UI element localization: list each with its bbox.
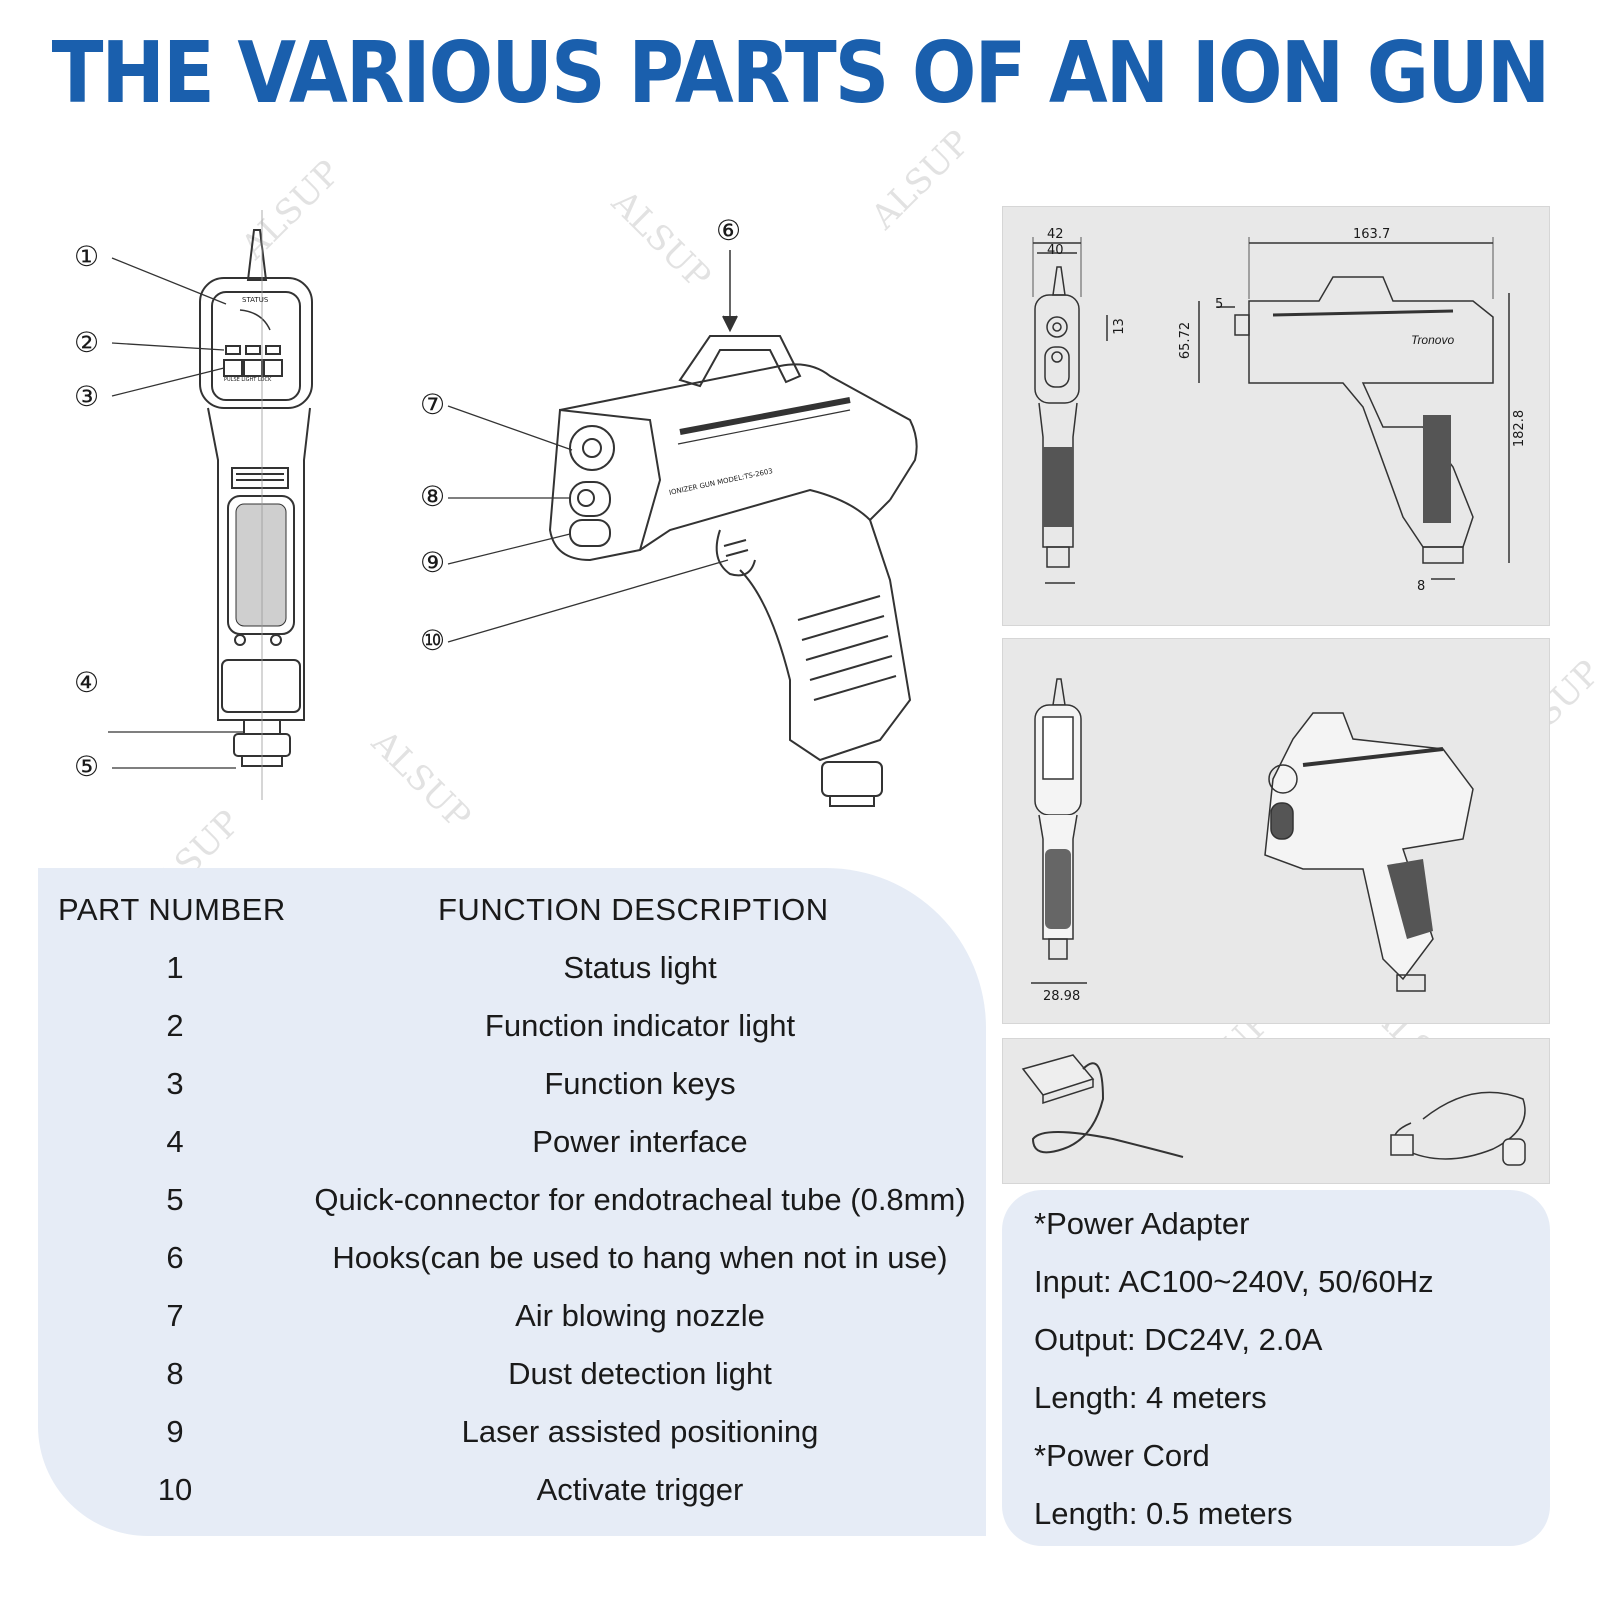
callout-1: ① — [74, 240, 100, 273]
dim-width-inner: 40 — [1047, 243, 1064, 258]
table-row-desc: Quick-connector for endotracheal tube (0… — [314, 1182, 966, 1217]
callout-4: ④ — [74, 666, 100, 699]
key-labels: PULSE LIGHT LOCK — [224, 377, 271, 383]
table-row-num: 5 — [166, 1182, 184, 1217]
table-row-num: 10 — [157, 1472, 193, 1507]
spec-line: Length: 4 meters — [1034, 1380, 1267, 1415]
table-row-desc: Power interface — [532, 1124, 748, 1159]
dim-nozzle: 13 — [1111, 318, 1127, 335]
power-specs-box — [1002, 1190, 1550, 1546]
spec-line: *Power Cord — [1034, 1438, 1210, 1473]
parts-table — [38, 868, 986, 1536]
table-row-num: 1 — [166, 950, 184, 985]
callout-9: ⑨ — [420, 546, 446, 579]
table-row-num: 2 — [166, 1008, 184, 1043]
spec-line: *Power Adapter — [1034, 1206, 1250, 1241]
table-row-num: 4 — [166, 1124, 184, 1159]
power-adapter-icon — [1021, 1054, 1095, 1096]
table-row-num: 7 — [166, 1298, 184, 1333]
accessories-panel — [1002, 1038, 1550, 1184]
front-view-diagram: ① ② ③ ④ ⑤ STATUS PULSE LIGHT LOCK — [40, 200, 340, 840]
status-label: STATUS — [242, 296, 269, 304]
page-title: THE VARIOUS PARTS OF AN ION GUN — [51, 22, 1551, 123]
header-part-number: PART NUMBER — [58, 892, 286, 927]
product-views-panel: 28.98 — [1002, 638, 1550, 1024]
callout-6: ⑥ — [716, 214, 742, 247]
callout-7: ⑦ — [420, 388, 446, 421]
callout-5: ⑤ — [74, 750, 100, 783]
table-row-desc: Laser assisted positioning — [461, 1414, 819, 1449]
table-row-num: 8 — [166, 1356, 184, 1391]
table-row-desc: Activate trigger — [536, 1472, 744, 1507]
dim-height-front: 65.72 — [1178, 321, 1194, 360]
key-label-light: LIGHT — [241, 377, 257, 383]
table-row-desc: Hooks(can be used to hang when not in us… — [332, 1240, 948, 1275]
table-row-desc: Dust detection light — [508, 1356, 772, 1391]
callout-2: ② — [74, 326, 100, 359]
table-row-num: 3 — [166, 1066, 184, 1101]
spec-line: Input: AC100~240V, 50/60Hz — [1034, 1264, 1434, 1299]
dim-width-top: 42 — [1047, 227, 1064, 242]
callout-3: ③ — [74, 380, 100, 413]
table-row-desc: Function indicator light — [484, 1008, 796, 1043]
key-label-pulse: PULSE — [224, 377, 240, 383]
dimension-drawing-panel: 42 40 13 163.7 5 65.72 182.8 8 Tronovo — [1002, 206, 1550, 626]
dim-height-total: 182.8 — [1512, 409, 1528, 448]
key-label-lock: LOCK — [257, 377, 272, 383]
header-function-description: FUNCTION DESCRIPTION — [438, 892, 829, 927]
dim-base: 8 — [1417, 579, 1426, 594]
table-row-desc: Function keys — [544, 1066, 736, 1101]
table-row-num: 9 — [166, 1414, 184, 1449]
callout-8: ⑧ — [420, 480, 446, 513]
dim-length: 163.7 — [1353, 227, 1391, 242]
spec-line: Length: 0.5 meters — [1034, 1496, 1293, 1531]
table-row-desc: Status light — [563, 950, 717, 985]
table-row-num: 6 — [166, 1240, 184, 1275]
dim-offset: 5 — [1215, 297, 1224, 312]
brand-label: Tronovo — [1411, 333, 1455, 347]
dim-front-width: 28.98 — [1043, 989, 1081, 1004]
spec-line: Output: DC24V, 2.0A — [1034, 1322, 1323, 1357]
isometric-view-diagram: ⑥ ⑦ ⑧ ⑨ ⑩ IONIZER GUN MODEL:TS-2603 — [410, 200, 950, 840]
table-row-desc: Air blowing nozzle — [515, 1298, 765, 1333]
callout-10: ⑩ — [420, 624, 446, 657]
